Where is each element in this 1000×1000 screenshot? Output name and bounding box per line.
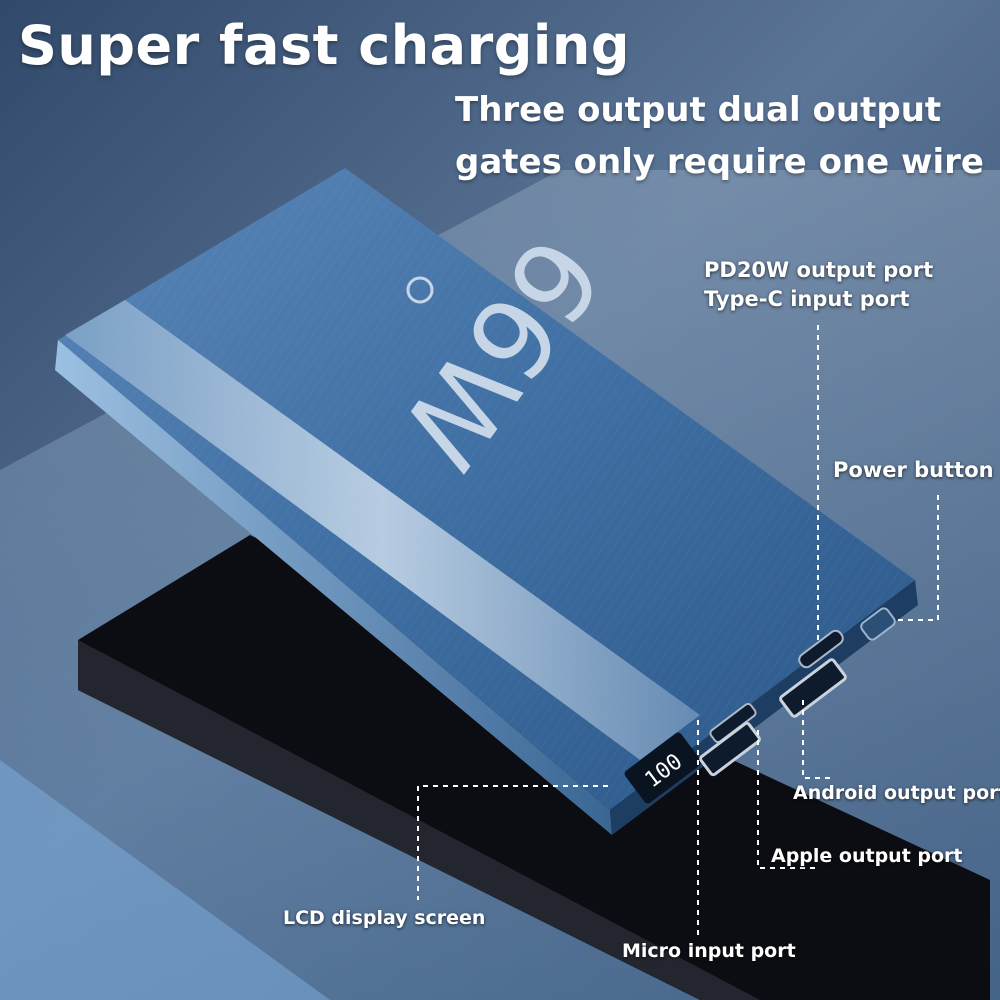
callout-android-output: Android output port: [793, 782, 1000, 804]
callout-power-button: Power button: [833, 458, 994, 482]
android-usb-port: [779, 658, 847, 718]
subtitle-line-1: Three output dual output: [455, 90, 942, 130]
apple-usb-port: [699, 721, 761, 777]
subtitle-line-2: gates only require one wire: [455, 142, 984, 182]
leader-lcd: [417, 785, 608, 900]
headline: Super fast charging: [18, 14, 631, 77]
callout-apple-output: Apple output port: [771, 845, 963, 867]
power-bank-side: [55, 340, 612, 835]
power-button: [860, 607, 896, 641]
callout-micro-input: Micro input port: [622, 940, 796, 962]
table-light: [0, 760, 330, 1000]
callout-pd-output: PD20W output port: [704, 258, 934, 282]
lcd-display: [624, 732, 702, 804]
power-bank-texture: [58, 168, 915, 810]
typec-port: [798, 629, 844, 669]
callout-lcd-display: LCD display screen: [283, 907, 486, 929]
metallic-band: [65, 300, 700, 760]
logo-mark: [406, 276, 434, 304]
leader-power: [895, 495, 939, 621]
callout-typec-input: Type-C input port: [704, 287, 910, 311]
